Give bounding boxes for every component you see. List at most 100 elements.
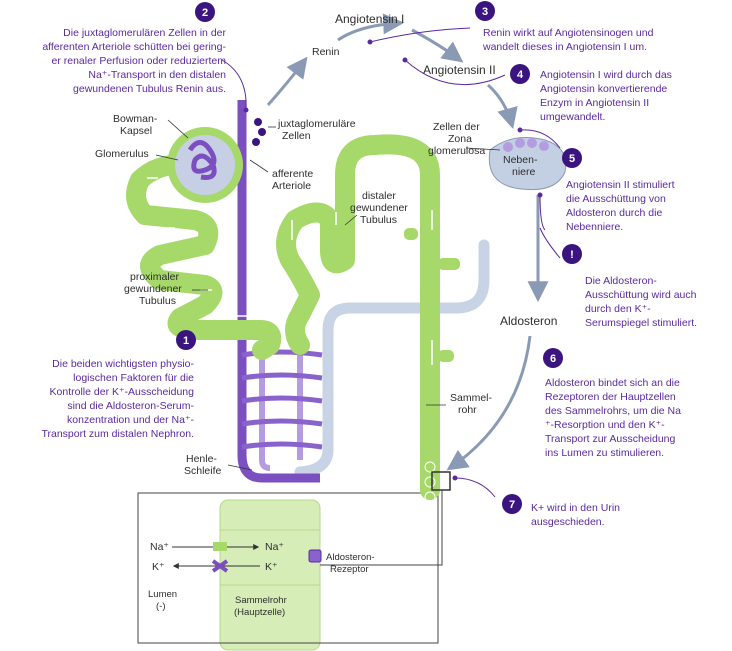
callout-text-line: Ausschüttung wird auch <box>585 289 697 301</box>
label-aldosterone: Aldosteron <box>500 314 557 328</box>
callout-text-line: gewundenen Tubulus Renin aus. <box>73 83 226 95</box>
label-renin: Renin <box>312 46 340 58</box>
callout-text-line: Angiotensin konvertierende <box>540 83 667 95</box>
callout-text-line: Transport zur Ausscheidung <box>545 433 676 445</box>
callout-badge <box>562 244 582 264</box>
callout-text-line: Rezeptoren der Hauptzellen <box>545 391 676 403</box>
callout-text-line: sind die Aldosteron-Serum- <box>67 400 194 412</box>
callout-text-line: durch den K⁺- <box>585 303 651 315</box>
callout-badge <box>502 494 522 514</box>
callout-text-line: afferenten Arteriole schütten bei gering… <box>42 41 226 53</box>
collecting-duct-branches <box>404 228 460 362</box>
bowman-capsule <box>167 127 243 203</box>
callout-badge-number: 6 <box>550 353 556 365</box>
inset-lumen-2: (-) <box>156 601 166 612</box>
label-zona-2: Zona <box>448 133 472 145</box>
callout-text-line: ausgeschieden. <box>531 516 605 528</box>
callout-badge-number: ! <box>570 249 574 261</box>
callout-badge-number: 1 <box>183 335 189 347</box>
leader-lines <box>155 119 501 471</box>
callout-badge <box>562 148 582 168</box>
callout-badge <box>543 348 563 368</box>
inset-receptor-1: Aldosteron- <box>326 552 375 563</box>
vasa-recta-rung <box>241 395 323 404</box>
inset-frame <box>137 492 439 644</box>
label-adrenal-1: Neben- <box>503 154 538 166</box>
label-proximal-1: proximaler <box>130 271 180 283</box>
label-proximal-2: gewundener <box>124 283 182 295</box>
callout-text-line: Serumspiegel stimuliert. <box>585 317 697 329</box>
vasa-recta-rung <box>241 372 323 381</box>
callout-text-line: ⁺-Resorption und den K⁺- <box>545 419 665 431</box>
label-zona-1: Zellen der <box>433 121 480 133</box>
callout-badge <box>176 330 196 350</box>
label-henle-2: Schleife <box>184 465 222 477</box>
inset-transport <box>172 542 322 573</box>
flow-arrows <box>147 177 433 365</box>
label-distal-1: distaler <box>362 190 396 202</box>
callout-text-line: Aldosteron bindet sich an die <box>545 377 680 389</box>
adrenal-gland <box>488 137 567 191</box>
vasa-recta-rung <box>241 349 323 358</box>
callout-text-line: ins Lumen zu stimulieren. <box>545 447 664 459</box>
callout-badge <box>475 1 495 21</box>
inset-lumen-1: Lumen <box>148 589 177 600</box>
vasa-recta-rung <box>241 441 323 450</box>
tubule <box>126 134 440 500</box>
callout-text-line: Renin wirkt auf Angiotensinogen und <box>483 27 654 39</box>
callout-badge-number: 5 <box>569 153 575 165</box>
callout-text-line: Die Aldosteron- <box>585 275 657 287</box>
inset-na-right: Na⁺ <box>265 541 284 553</box>
callout-badge-number: 2 <box>202 7 208 19</box>
callout-pointers <box>221 27 561 498</box>
label-distal-2: gewundener <box>350 202 408 214</box>
label-angiotensin-2: Angiotensin II <box>423 63 496 77</box>
duct-sample-window <box>320 461 451 566</box>
callout-text-line: Nebenniere. <box>566 221 623 233</box>
inset-cell-2: (Hauptzelle) <box>234 607 285 618</box>
callout-text-line: Kontrolle der K⁺-Ausscheidung <box>50 386 195 398</box>
label-adrenal-2: niere <box>512 166 536 178</box>
inset-cell-1: Sammelrohr <box>235 595 287 606</box>
label-afferent-1: afferente <box>272 168 313 180</box>
label-bowman-2: Kapsel <box>120 125 152 137</box>
connecting-tubule <box>294 239 490 478</box>
callout-text-line: die Ausschüttung von <box>566 193 666 205</box>
label-zona-3: glomerulosa <box>428 145 485 157</box>
label-juxta-1: juxtaglomeruläre <box>277 118 356 130</box>
callout-badge-number: 4 <box>517 69 524 81</box>
inset-na-left: Na⁺ <box>150 541 169 553</box>
callout-text-line: Die beiden wichtigsten physio- <box>52 358 194 370</box>
callout-text-line: Transport zum distalen Nephron. <box>41 428 194 440</box>
callout-badge-number: 3 <box>482 6 488 18</box>
callout-badge <box>195 2 215 22</box>
label-proximal-3: Tubulus <box>139 295 176 307</box>
inset-k-left: K⁺ <box>152 561 165 573</box>
label-bowman-1: Bowman- <box>113 113 158 125</box>
callout-text-line: K+ wird in den Urin <box>531 502 620 514</box>
callout-text-line: Enzym in Angiotensin II <box>540 97 649 109</box>
label-angiotensin-1: Angiotensin I <box>335 12 404 26</box>
vasa-recta-rung <box>241 418 323 427</box>
callout-text-line: Angiotensin II stimuliert <box>566 179 675 191</box>
label-distal-3: Tubulus <box>360 214 397 226</box>
callout-text-line: umgewandelt. <box>540 111 605 123</box>
inset-cell-column <box>219 499 321 651</box>
label-juxta-2: Zellen <box>282 130 311 142</box>
callout-text-line: Aldosteron durch die <box>566 207 662 219</box>
label-afferent-2: Arteriole <box>272 180 311 192</box>
callout-text-line: logischen Faktoren für die <box>73 372 194 384</box>
label-collecting-1: Sammel- <box>450 392 493 404</box>
inset-receptor-2: Rezeptor <box>330 564 369 575</box>
inset-labels: Na⁺ Na⁺ K⁺ K⁺ Aldosteron- Rezeptor Lumen… <box>148 541 375 618</box>
aldosterone-receptor-icon <box>308 549 322 563</box>
callout-c_excl: ! Die Aldosteron- Ausschüttung wird auch du… <box>562 244 697 329</box>
anatomical-labels: Angiotensin I Angiotensin II Renin Aldos… <box>95 12 557 477</box>
callout-text-line: wandelt dieses in Angiotensin I um. <box>482 41 647 53</box>
